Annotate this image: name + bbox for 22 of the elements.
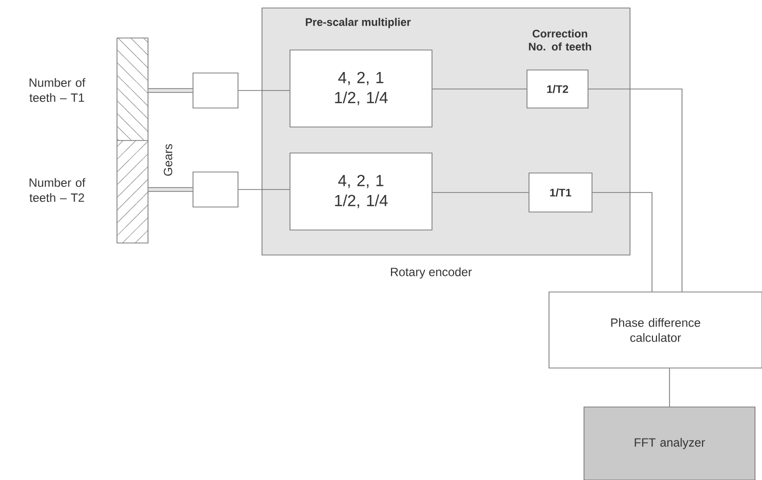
node-label: Rotary encoder (390, 267, 472, 279)
connector-line (238, 189, 290, 190)
hatched-gears-drawing (116, 38, 148, 244)
connector-line (669, 368, 670, 407)
correction-box: 1/T2 (526, 70, 588, 108)
encoder-input-box (192, 172, 238, 208)
connector-line (148, 187, 193, 192)
analyzer-box: FFT analyzer (584, 406, 756, 480)
label: Number of teeth – T1 (30, 78, 86, 102)
label: Number of teeth – T2 (30, 178, 86, 202)
correction-box: 1/T1 (528, 172, 592, 212)
connector-line (148, 88, 193, 93)
connector-line (592, 192, 652, 292)
connector-line (432, 88, 527, 90)
encoder-input-box (192, 72, 238, 108)
multiplier-box: 4, 2, 1 1/2, 1/4 (290, 152, 432, 230)
connector-line (238, 90, 290, 91)
multiplier-box: 4, 2, 1 1/2, 1/4 (290, 50, 432, 128)
connector-line (432, 192, 529, 193)
rotated-label: Gears (164, 144, 172, 176)
calculator-box: Phase difference calculator (548, 292, 762, 368)
connector-line (588, 88, 682, 292)
